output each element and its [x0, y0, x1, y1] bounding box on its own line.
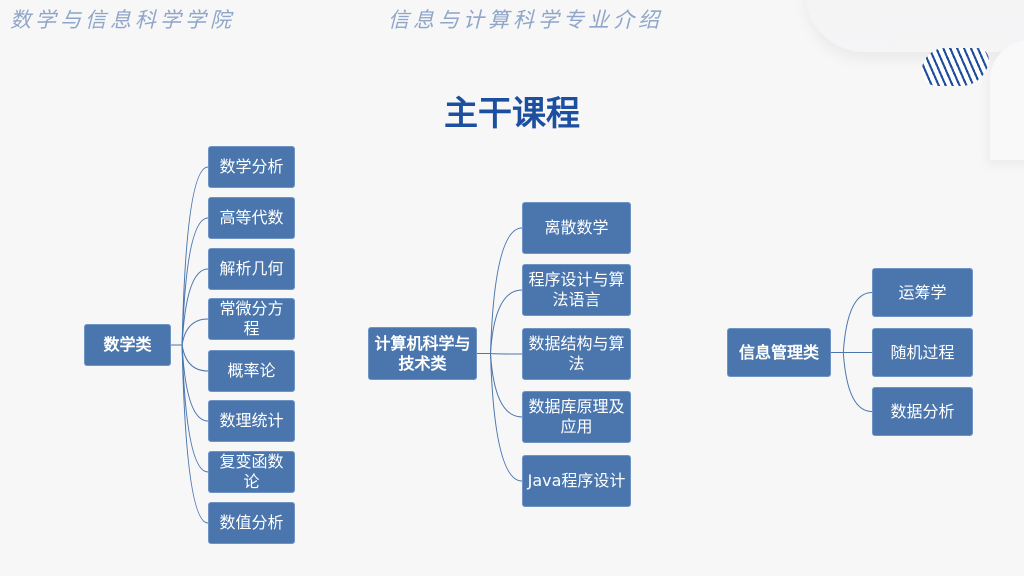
major-intro-title: 信息与计算科学专业介绍 [388, 8, 663, 32]
course-node: 解析几何 [208, 248, 295, 290]
course-node: Java程序设计 [522, 455, 631, 507]
course-node: 程序设计与算法语言 [522, 264, 631, 316]
course-node: 复变函数论 [208, 451, 295, 493]
school-name: 数学与信息科学学院 [10, 8, 235, 32]
course-node: 概率论 [208, 350, 295, 392]
category-node: 计算机科学与技术类 [368, 327, 477, 380]
connector-line [831, 292, 873, 353]
course-node: 数据结构与算法 [522, 328, 631, 380]
connector-line [171, 344, 209, 422]
connector-line [171, 268, 209, 346]
decorative-shape [990, 40, 1024, 160]
connector-line [171, 344, 209, 372]
course-node: 数理统计 [208, 400, 295, 442]
decorative-shape [805, 0, 1024, 52]
course-node: 运筹学 [872, 268, 973, 317]
connector-line [477, 353, 523, 482]
connector-line [477, 289, 523, 354]
course-node: 数值分析 [208, 502, 295, 544]
course-node: 高等代数 [208, 197, 295, 239]
course-node: 数据库原理及应用 [522, 391, 631, 443]
connector-line [171, 318, 209, 346]
connector-line [171, 344, 209, 524]
connector-line [477, 353, 523, 418]
connector-line [477, 227, 523, 354]
connector-line [831, 352, 873, 412]
category-node: 数学类 [84, 324, 171, 366]
course-node: 数学分析 [208, 146, 295, 188]
course-node: 常微分方程 [208, 298, 295, 340]
page-title: 主干课程 [444, 94, 580, 134]
course-node: 随机过程 [872, 328, 973, 377]
course-node: 数据分析 [872, 387, 973, 436]
category-node: 信息管理类 [727, 328, 831, 377]
course-node: 离散数学 [522, 202, 631, 254]
